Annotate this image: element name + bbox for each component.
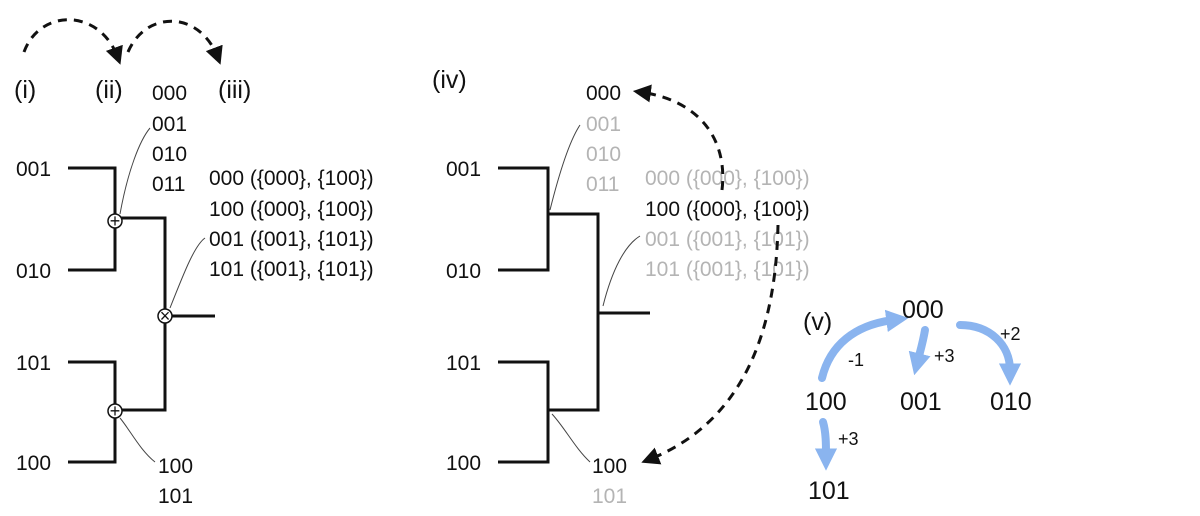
- leaf-label: 101: [16, 352, 51, 375]
- leader-top-right: [549, 124, 581, 211]
- left-tree: [68, 166, 215, 464]
- leaf-label: 001: [16, 158, 51, 181]
- product-operator-root: [157, 308, 173, 324]
- state-label-muted: 011: [586, 173, 619, 196]
- edge-arrow-100-000: [818, 309, 909, 382]
- leader-top-left: [119, 127, 151, 215]
- panel-label-v: (v): [803, 308, 832, 336]
- root-state-label-muted: 000 ({000}, {100}): [645, 167, 810, 190]
- root-state-label: 101 ({001}, {101}): [209, 258, 374, 281]
- edge-weight: -1: [848, 350, 864, 370]
- edge-arrow-000-001: [908, 326, 931, 376]
- leader-bottom-left: [119, 417, 156, 463]
- edge-arrow-000-010: [956, 321, 1022, 386]
- panel-label-ii: (ii): [95, 76, 123, 104]
- leaf-label: 100: [446, 452, 481, 475]
- selected-state-label: 000: [586, 82, 621, 105]
- state-label-muted: 101: [592, 485, 627, 508]
- root-state-label-muted: 001 ({001}, {101}): [645, 228, 810, 251]
- leaf-label: 010: [446, 260, 481, 283]
- state-label: 100: [158, 455, 193, 478]
- leader-bottom-right: [551, 413, 591, 463]
- edge-arrow-100-101: [814, 418, 838, 471]
- root-state-label: 001 ({001}, {101}): [209, 228, 374, 251]
- leaf-label: 001: [446, 158, 481, 181]
- state-label-muted: 001: [586, 113, 621, 136]
- graph-node: 101: [808, 477, 850, 505]
- leaf-label: 101: [446, 352, 481, 375]
- panel-label-iv: (iv): [432, 66, 467, 94]
- edge-weight: +3: [838, 429, 859, 449]
- graph-node: 010: [990, 388, 1032, 416]
- state-label: 001: [152, 113, 187, 136]
- root-selected-state-label: 100 ({000}, {100}): [645, 198, 810, 221]
- product-operator-root-symbol: ×: [160, 306, 171, 326]
- step-arrow-ii-iii: [126, 19, 223, 65]
- traceback-arrow-to-top: [632, 84, 725, 191]
- sum-operator-bottom-symbol: +: [110, 401, 121, 421]
- root-state-label-muted: 101 ({001}, {101}): [645, 258, 810, 281]
- graph-node: 100: [805, 388, 847, 416]
- edge-weight: +2: [1000, 324, 1021, 344]
- selected-state-label: 100: [592, 455, 627, 478]
- root-state-label: 000 ({000}, {100}): [209, 167, 374, 190]
- step-arrow-i-ii: [22, 18, 123, 65]
- leader-root-left: [169, 237, 206, 309]
- sum-operator-top-symbol: +: [110, 211, 121, 231]
- leader-root-right: [602, 235, 641, 307]
- sum-operator-top: [107, 213, 123, 229]
- panel-label-i: (i): [14, 76, 36, 104]
- root-state-label: 100 ({000}, {100}): [209, 198, 374, 221]
- graph-node: 001: [900, 388, 942, 416]
- sum-operator-bottom: [107, 403, 123, 419]
- leaf-label: 100: [16, 452, 51, 475]
- state-label-muted: 010: [586, 143, 621, 166]
- state-label: 101: [158, 485, 193, 508]
- right-tree: [498, 166, 650, 464]
- leaf-label: 010: [16, 260, 51, 283]
- traceback-arrow-to-bottom: [641, 224, 780, 465]
- state-label: 000: [152, 82, 187, 105]
- graph-node: 000: [902, 296, 944, 324]
- panel-label-iii: (iii): [218, 76, 251, 104]
- state-label: 010: [152, 143, 187, 166]
- edge-weight: +3: [934, 346, 955, 366]
- state-label: 011: [152, 173, 185, 196]
